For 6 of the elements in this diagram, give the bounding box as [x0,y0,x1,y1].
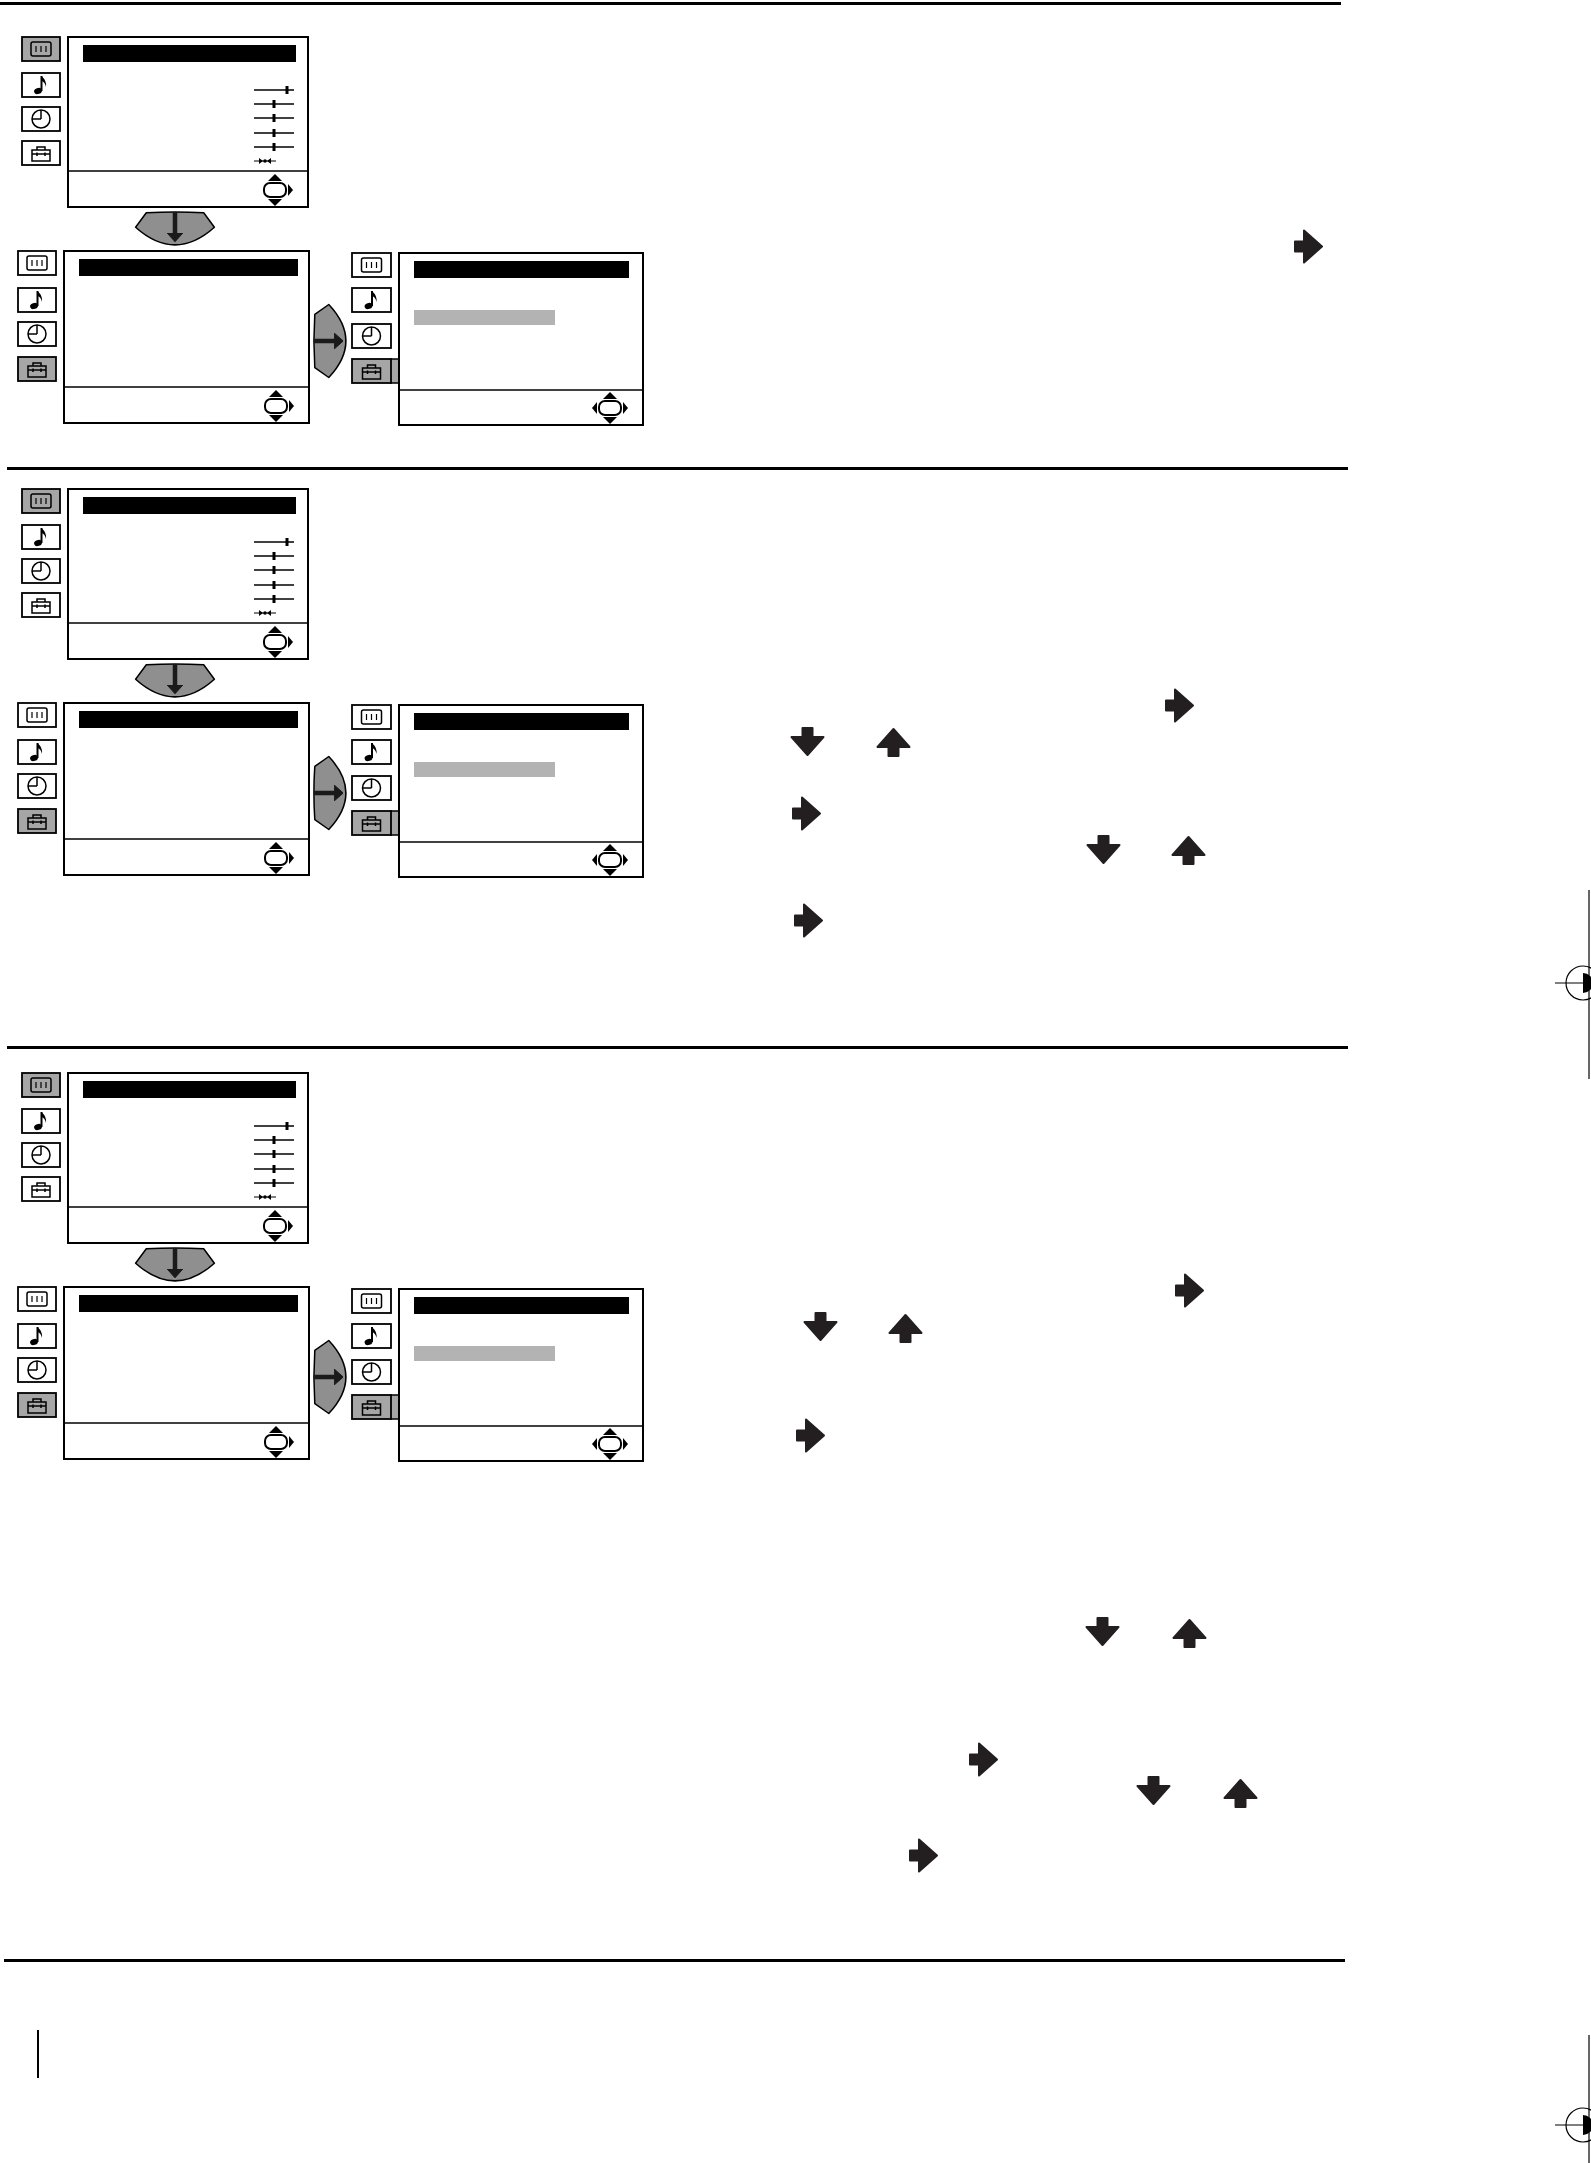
arrow [314,332,344,350]
arrow [166,1248,184,1279]
arrow [166,664,184,695]
arrow [166,212,184,243]
arrow [314,1368,344,1386]
arrow [314,784,344,802]
